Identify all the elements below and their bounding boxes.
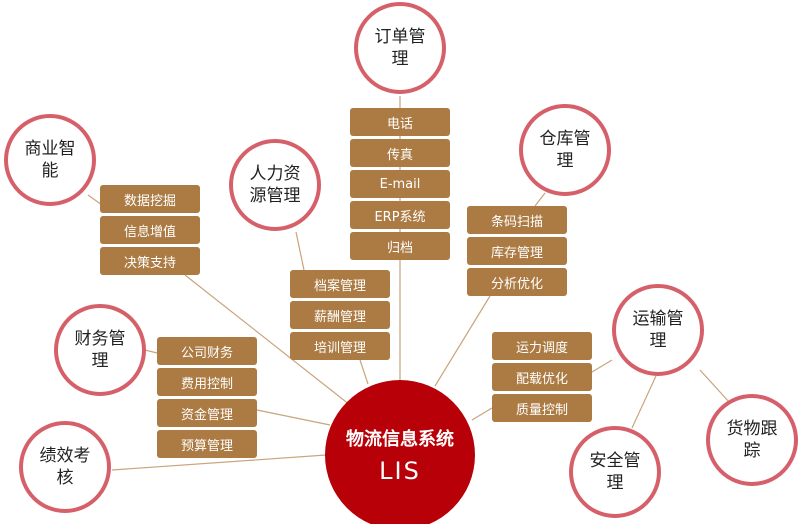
- node-bi: 商业智能: [4, 114, 96, 206]
- line-hr: [359, 359, 369, 385]
- box-fin-cost: 费用控制: [157, 368, 257, 396]
- box-hr-archive: 档案管理: [290, 270, 390, 298]
- line-bi: [184, 274, 351, 406]
- center-title: 物流信息系统: [346, 429, 454, 450]
- line-safety: [631, 375, 657, 429]
- node-transport: 运输管理: [612, 284, 704, 376]
- line-finance-circle: [144, 349, 158, 354]
- box-hr-salary: 薪酬管理: [290, 301, 390, 329]
- box-tr-dispatch: 运力调度: [492, 332, 592, 360]
- box-bi-decision: 决策支持: [100, 247, 200, 275]
- box-hr-training: 培训管理: [290, 332, 390, 360]
- center-subtitle: LIS: [379, 457, 421, 485]
- box-wh-barcode: 条码扫描: [467, 206, 567, 234]
- line-transport: [471, 407, 493, 421]
- line-finance: [256, 409, 331, 426]
- line-hr-circle: [295, 231, 305, 271]
- box-bi-value: 信息增值: [100, 216, 200, 244]
- box-order-phone: 电话: [350, 108, 450, 136]
- box-fin-corp: 公司财务: [157, 337, 257, 365]
- node-safety: 安全管理: [569, 426, 661, 518]
- node-order: 订单管理: [354, 2, 446, 94]
- line-warehouse: [434, 295, 491, 387]
- line-kpi: [111, 454, 327, 471]
- box-order-erp: ERP系统: [350, 201, 450, 229]
- node-kpi: 绩效考核: [19, 421, 111, 513]
- box-order-archive: 归档: [350, 232, 450, 260]
- box-bi-mining: 数据挖掘: [100, 185, 200, 213]
- box-tr-load: 配载优化: [492, 363, 592, 391]
- node-finance: 财务管理: [54, 304, 146, 396]
- node-warehouse: 仓库管理: [519, 104, 611, 196]
- box-fin-budget: 预算管理: [157, 430, 257, 458]
- box-tr-quality: 质量控制: [492, 394, 592, 422]
- box-order-fax: 传真: [350, 139, 450, 167]
- box-wh-inventory: 库存管理: [467, 237, 567, 265]
- box-wh-optimize: 分析优化: [467, 268, 567, 296]
- node-tracking: 货物跟踪: [706, 394, 798, 486]
- line-tracking: [699, 369, 731, 404]
- box-fin-fund: 资金管理: [157, 399, 257, 427]
- center-node: 物流信息系统 LIS: [325, 380, 475, 524]
- node-hr: 人力资源管理: [229, 139, 321, 231]
- line-transport-circle: [591, 359, 613, 373]
- line-warehouse-circle: [534, 192, 546, 207]
- box-order-email: E-mail: [350, 170, 450, 198]
- line-bi-circle: [87, 194, 103, 206]
